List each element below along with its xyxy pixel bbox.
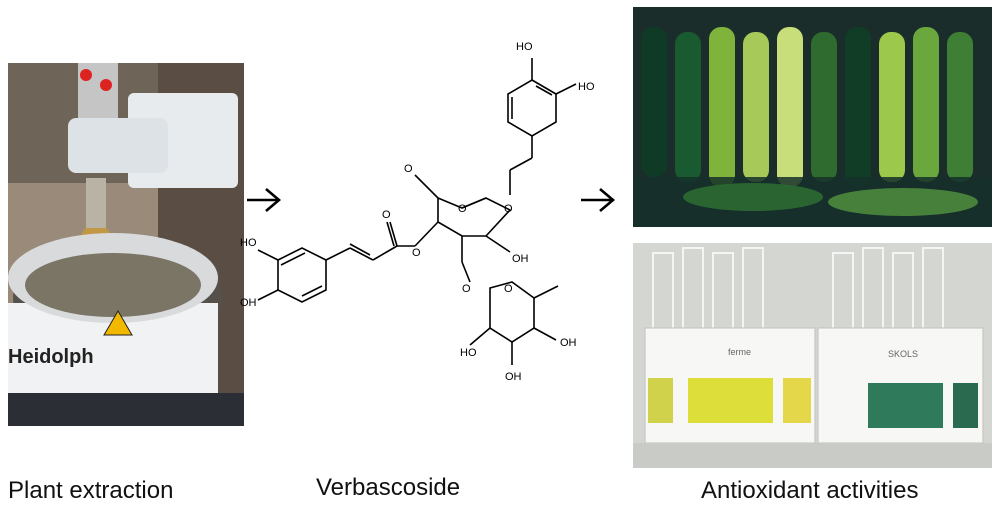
test-tubes-photo [633, 7, 992, 227]
rack-text: SKOLS [888, 349, 918, 359]
atom-label: HO [460, 347, 477, 359]
verbascoside-structure: HO HO O O O O O OH O O HO OH OH HO OH [240, 41, 595, 383]
atom-label: O [412, 247, 421, 259]
atom-label: O [462, 283, 471, 295]
atom-label: OH [512, 253, 529, 265]
rack-text: ferme [728, 347, 751, 357]
atom-label: O [404, 163, 413, 175]
atom-label: HO [516, 41, 533, 53]
right-arrow-icon [581, 188, 616, 212]
atom-label: HO [578, 81, 595, 93]
atom-label: OH [240, 297, 257, 309]
atom-label: O [382, 209, 391, 221]
atom-label: OH [505, 371, 522, 383]
atom-label: O [504, 203, 513, 215]
rotary-evaporator-photo: Heidolph [8, 63, 244, 426]
right-arrow-icon [247, 188, 282, 212]
atom-label: OH [560, 337, 577, 349]
atom-label: O [458, 203, 467, 215]
caption-verbascoside: Verbascoside [316, 474, 461, 501]
atom-label: HO [240, 237, 257, 249]
microplate-rack-photo: ferme SKOLS [633, 243, 992, 468]
atom-label: O [504, 283, 513, 295]
caption-plant-extraction: Plant extraction [8, 477, 174, 504]
brand-text: Heidolph [8, 346, 94, 368]
caption-antioxidant-activities: Antioxidant activities [701, 477, 919, 504]
